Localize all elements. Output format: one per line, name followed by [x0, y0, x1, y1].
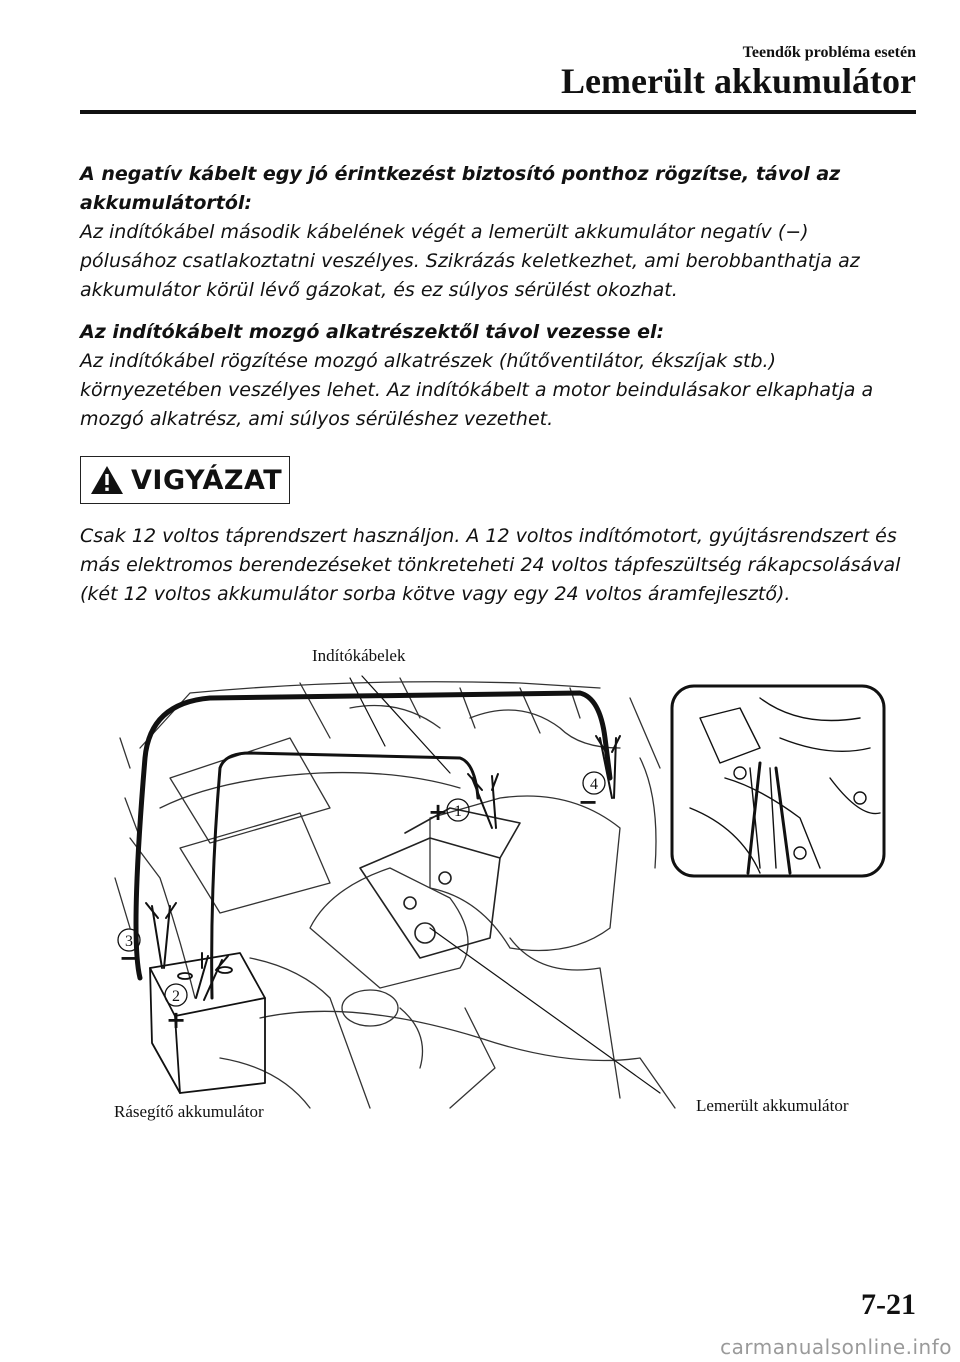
clamp-3: [145, 902, 177, 969]
dead-battery-illustration: [359, 807, 521, 959]
jump-start-diagram: 1 2 3 4 + + − − Indítókábelek Rásegítő a…: [100, 638, 920, 1138]
marker-2-number: 2: [172, 988, 180, 1005]
paragraph-2-heading: Az indítókábelt mozgó alkatrészektől táv…: [80, 321, 665, 343]
paragraph-2-text: Az indítókábel rögzítése mozgó alkatrész…: [80, 350, 874, 430]
marker-1-number: 1: [454, 803, 462, 820]
clamp-4: [595, 735, 621, 799]
marker-3-minus-sign: −: [119, 944, 139, 972]
marker-3-number: 3: [125, 933, 133, 950]
label-jumper-cables: Indítókábelek: [312, 646, 406, 665]
marker-4-minus-sign: −: [578, 788, 598, 816]
marker-1-plus-sign: +: [428, 798, 448, 826]
clamp-2: [195, 952, 229, 1001]
caution-label: VIGYÁZAT: [131, 464, 283, 496]
step-marker-circles: [117, 771, 606, 1007]
section-subtitle: Teendők probléma esetén: [742, 44, 916, 61]
jumper-cable-positive: [210, 751, 480, 1000]
clamp-1: [467, 773, 499, 829]
paragraph-1-heading: A negatív kábelt egy jó érintkezést bizt…: [80, 163, 841, 214]
inset-detail: [670, 684, 886, 878]
paragraph-1-text: Az indítókábel második kábelének végét a…: [80, 221, 860, 301]
warning-paragraph-2: Az indítókábelt mozgó alkatrészektől táv…: [80, 318, 910, 434]
header-rule: [80, 110, 916, 114]
page-number: 7-21: [861, 1288, 916, 1321]
warning-paragraph-1: A negatív kábelt egy jó érintkezést bizt…: [80, 160, 910, 305]
marker-2-plus-sign: +: [166, 1006, 186, 1034]
watermark: carmanualsonline.info: [720, 1335, 952, 1359]
warning-triangle-icon: [91, 466, 123, 494]
jumper-cables: [133, 690, 613, 981]
page-title: Lemerült akkumulátor: [561, 61, 916, 101]
label-dead-battery: Lemerült akkumulátor: [696, 1096, 849, 1115]
callout-lines: [349, 675, 661, 1094]
caution-text: Csak 12 voltos táprendszert használjon. …: [80, 525, 901, 605]
marker-4-number: 4: [590, 776, 598, 793]
engine-bay-illustration: 1 2 3 4 + + − −: [114, 675, 886, 1109]
label-booster-battery: Rásegítő akkumulátor: [114, 1102, 264, 1121]
caution-box: VIGYÁZAT: [80, 456, 290, 504]
